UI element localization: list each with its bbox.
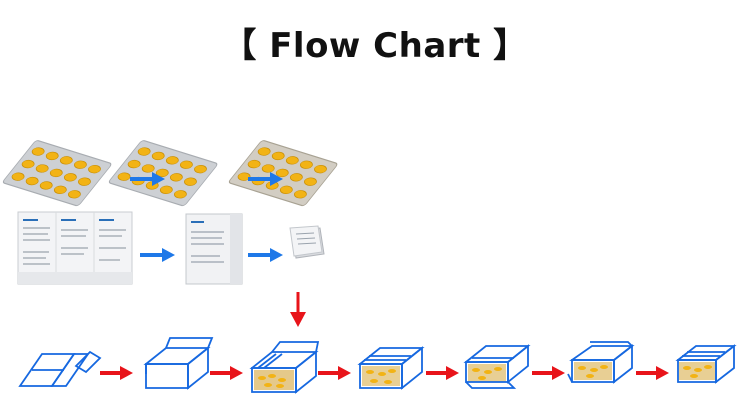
carton-erected — [143, 337, 214, 390]
capsule — [78, 177, 91, 186]
leaflet-stack — [289, 225, 325, 259]
arrow-right-red — [426, 366, 459, 380]
capsule — [68, 190, 81, 199]
blister-pack-2 — [108, 140, 218, 207]
arrow-right-blue — [248, 172, 283, 186]
capsule — [151, 151, 165, 161]
leaflet-unfolded — [17, 211, 133, 285]
carton-with-blister-insert — [249, 341, 320, 394]
arrow-right-red — [532, 366, 565, 380]
capsule — [53, 185, 67, 195]
capsule — [39, 181, 53, 190]
carton-loaded — [357, 346, 425, 390]
capsule — [45, 151, 59, 161]
blister-pack-1 — [2, 140, 112, 207]
capsule — [285, 156, 299, 165]
capsule — [169, 173, 183, 182]
carton-flat-blank — [18, 350, 102, 387]
arrow-right-blue — [130, 172, 165, 186]
arrow-right-red — [636, 366, 669, 380]
arrow-right-red — [100, 366, 133, 380]
capsule — [127, 159, 141, 169]
capsule — [257, 147, 271, 156]
capsule — [271, 151, 285, 161]
arrow-right-blue — [248, 248, 283, 262]
capsule — [25, 176, 39, 186]
capsule — [180, 160, 193, 169]
capsule — [261, 164, 275, 173]
capsule — [35, 164, 49, 173]
carton-sealed — [675, 344, 737, 384]
capsule — [11, 172, 25, 181]
carton-loaded-flap-open — [463, 344, 531, 389]
capsule — [49, 168, 63, 178]
arrow-down-red — [290, 292, 306, 327]
blister-pack-perforated — [228, 140, 338, 207]
arrow-right-red — [318, 366, 351, 380]
capsule — [74, 160, 87, 169]
capsule — [289, 173, 303, 182]
capsule — [194, 164, 207, 174]
capsule — [165, 156, 179, 165]
capsule — [275, 168, 289, 178]
capsule — [117, 172, 131, 181]
capsule — [63, 173, 77, 182]
capsule — [304, 177, 317, 186]
capsule — [88, 164, 101, 174]
leaflet-folded — [185, 213, 243, 285]
capsule — [279, 185, 293, 195]
capsule — [294, 190, 307, 199]
capsule — [314, 164, 327, 174]
capsule — [141, 164, 155, 173]
capsule — [247, 159, 261, 169]
capsule — [174, 190, 187, 199]
arrow-right-blue — [140, 248, 175, 262]
capsule — [184, 177, 197, 186]
page-title: 【 Flow Chart 】 — [222, 26, 528, 66]
carton-closing — [567, 341, 635, 384]
capsule — [159, 185, 173, 195]
capsule — [21, 159, 35, 169]
capsule — [31, 147, 45, 156]
capsule — [137, 147, 151, 156]
arrow-right-red — [210, 366, 243, 380]
capsule — [59, 156, 73, 165]
capsule — [300, 160, 313, 169]
